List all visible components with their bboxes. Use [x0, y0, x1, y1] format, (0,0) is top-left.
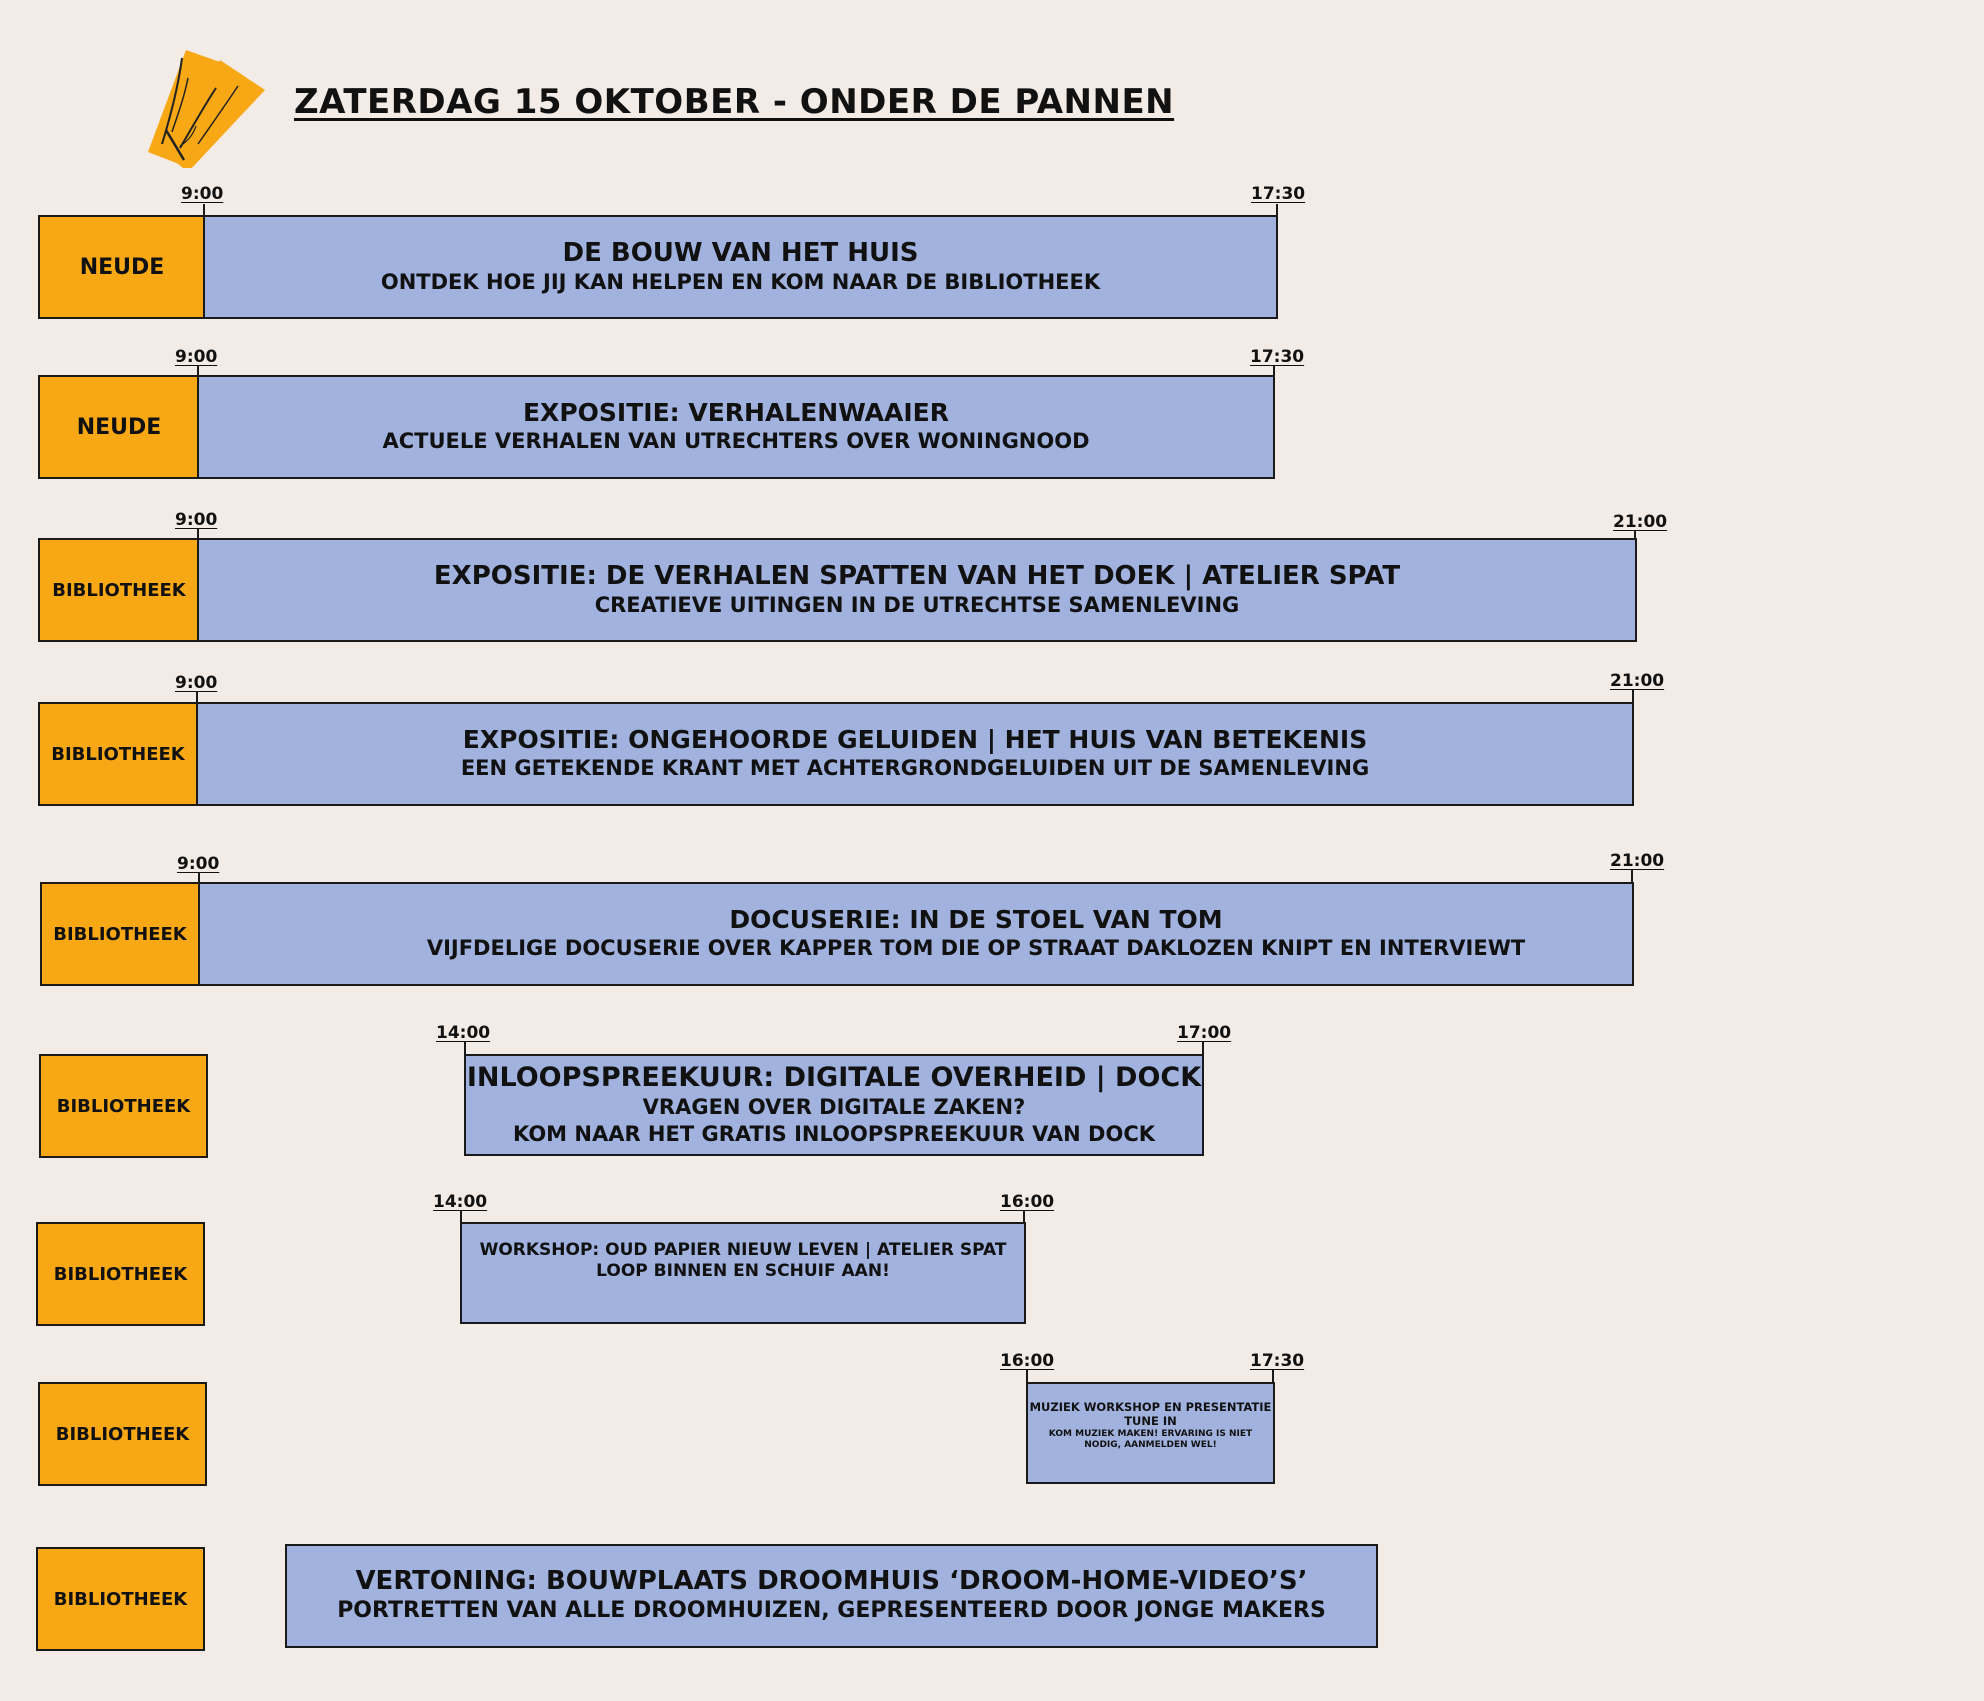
page-title: ZATERDAG 15 OKTOBER - ONDER DE PANNEN — [294, 82, 1175, 122]
event-title: EXPOSITIE: DE VERHALEN SPATTEN VAN HET D… — [433, 560, 1401, 591]
end-tick — [1272, 1370, 1274, 1384]
start-time: 16:00 — [1000, 1351, 1055, 1371]
start-time: 9:00 — [175, 510, 218, 530]
event-subtitle: EEN GETEKENDE KRANT MET ACHTERGRONDGELUI… — [460, 756, 1370, 781]
end-time: 21:00 — [1610, 851, 1665, 871]
start-tick — [203, 204, 205, 217]
start-tick — [197, 365, 199, 377]
event-title: DOCUSERIE: IN DE STOEL VAN TOM — [729, 905, 1223, 935]
venue-label: BIBLIOTHEEK — [39, 1054, 208, 1158]
end-tick — [1634, 530, 1636, 540]
event-subtitle: PORTRETTEN VAN ALLE DROOMHUIZEN, GEPRESE… — [337, 1598, 1326, 1624]
event-note: KOM MUZIEK MAKEN! ERVARING IS NIET NODIG… — [1048, 1428, 1253, 1450]
event-block: DE BOUW VAN HET HUIS ONTDEK HOE JIJ KAN … — [203, 215, 1278, 319]
event-title: INLOOPSPREEKUUR: DIGITALE OVERHEID | DOC… — [466, 1061, 1202, 1093]
start-tick — [196, 691, 198, 704]
start-tick — [198, 872, 200, 884]
wooden-planks-icon — [148, 50, 265, 168]
start-time: 9:00 — [175, 673, 218, 693]
event-title: MUZIEK WORKSHOP EN PRESENTATIE — [1029, 1400, 1272, 1414]
end-time: 21:00 — [1613, 512, 1668, 532]
event-title: EXPOSITIE: ONGEHOORDE GELUIDEN | HET HUI… — [462, 725, 1368, 755]
event-block: MUZIEK WORKSHOP EN PRESENTATIE TUNE IN K… — [1026, 1382, 1275, 1484]
end-time: 16:00 — [1000, 1192, 1055, 1212]
venue-label: BIBLIOTHEEK — [38, 538, 200, 642]
start-tick — [1026, 1370, 1028, 1384]
end-time: 17:00 — [1177, 1023, 1232, 1043]
start-time: 14:00 — [436, 1023, 491, 1043]
event-block: DOCUSERIE: IN DE STOEL VAN TOM VIJFDELIG… — [198, 882, 1634, 986]
start-tick — [197, 528, 199, 540]
event-title: DE BOUW VAN HET HUIS — [562, 237, 919, 268]
start-tick — [460, 1211, 462, 1224]
end-tick — [1632, 690, 1634, 704]
start-time: 14:00 — [433, 1192, 488, 1212]
event-title: EXPOSITIE: VERHALENWAAIER — [522, 398, 950, 428]
start-time: 9:00 — [175, 347, 218, 367]
venue-label: BIBLIOTHEEK — [38, 1382, 207, 1486]
event-block: EXPOSITIE: ONGEHOORDE GELUIDEN | HET HUI… — [196, 702, 1634, 806]
end-tick — [1023, 1211, 1025, 1224]
start-tick — [464, 1042, 466, 1056]
event-block: VERTONING: BOUWPLAATS DROOMHUIS ‘DROOM-H… — [285, 1544, 1378, 1648]
event-block: WORKSHOP: OUD PAPIER NIEUW LEVEN | ATELI… — [460, 1222, 1026, 1324]
end-tick — [1276, 204, 1278, 217]
start-time: 9:00 — [177, 854, 220, 874]
event-subtitle: VRAGEN OVER DIGITALE ZAKEN? — [642, 1094, 1026, 1119]
end-tick — [1273, 365, 1275, 377]
event-block: INLOOPSPREEKUUR: DIGITALE OVERHEID | DOC… — [464, 1054, 1204, 1156]
venue-label: BIBLIOTHEEK — [40, 882, 200, 986]
venue-label: NEUDE — [38, 375, 200, 479]
event-title: WORKSHOP: OUD PAPIER NIEUW LEVEN | ATELI… — [479, 1240, 1007, 1260]
end-time: 17:30 — [1250, 347, 1305, 367]
event-block: EXPOSITIE: VERHALENWAAIER ACTUELE VERHAL… — [197, 375, 1275, 479]
event-block: EXPOSITIE: DE VERHALEN SPATTEN VAN HET D… — [197, 538, 1637, 642]
event-subtitle: LOOP BINNEN EN SCHUIF AAN! — [596, 1261, 890, 1282]
venue-label: NEUDE — [38, 215, 206, 319]
end-time: 17:30 — [1250, 1351, 1305, 1371]
event-subtitle: ONTDEK HOE JIJ KAN HELPEN EN KOM NAAR DE… — [380, 269, 1101, 294]
end-tick — [1631, 870, 1633, 884]
event-subtitle: TUNE IN — [1124, 1414, 1177, 1429]
event-subtitle: ACTUELE VERHALEN VAN UTRECHTERS OVER WON… — [382, 429, 1090, 454]
end-time: 17:30 — [1251, 184, 1306, 204]
event-subtitle-2: KOM NAAR HET GRATIS INLOOPSPREEKUUR VAN … — [512, 1122, 1156, 1147]
venue-label: BIBLIOTHEEK — [38, 702, 198, 806]
venue-label: BIBLIOTHEEK — [36, 1222, 205, 1326]
end-tick — [1202, 1042, 1204, 1056]
event-subtitle: CREATIEVE UITINGEN IN DE UTRECHTSE SAMEN… — [594, 592, 1240, 617]
event-subtitle: VIJFDELIGE DOCUSERIE OVER KAPPER TOM DIE… — [426, 936, 1526, 961]
event-title: VERTONING: BOUWPLAATS DROOMHUIS ‘DROOM-H… — [355, 1566, 1308, 1597]
start-time: 9:00 — [181, 184, 224, 204]
end-time: 21:00 — [1610, 671, 1665, 691]
venue-label: BIBLIOTHEEK — [36, 1547, 205, 1651]
